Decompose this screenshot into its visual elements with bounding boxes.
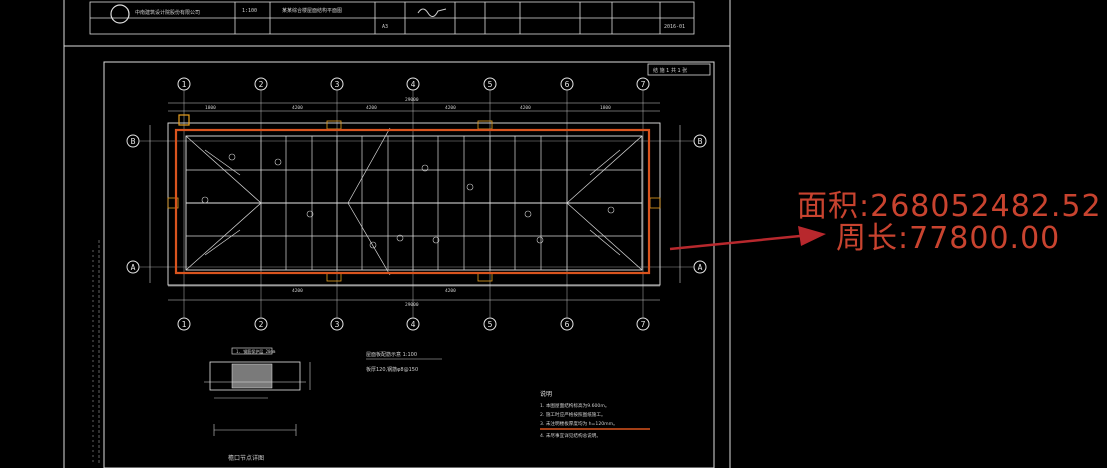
selection-grip[interactable] (178, 114, 190, 126)
svg-text:4200: 4200 (292, 288, 303, 294)
svg-text:29000: 29000 (405, 302, 419, 308)
framing-members (185, 127, 643, 276)
svg-text:29000: 29000 (405, 97, 419, 103)
section-title: 檐口节点详图 (228, 454, 264, 462)
slab-markers (201, 153, 615, 249)
dimension-lines (149, 102, 681, 301)
svg-text:4200: 4200 (366, 105, 377, 111)
detail-caption: 屋面板配筋示意 1:100 (366, 351, 417, 358)
eave-detail: 1. 钢筋保护层 20mm 檐口节点详图 (204, 347, 311, 462)
company-logo-icon (110, 4, 130, 24)
detail-text: 板厚120,钢筋φ8@150 (366, 366, 418, 373)
sheet-tag: 结 施 1 共 1 张 (653, 67, 687, 74)
perimeter-measurement: 周长:77800.00 (836, 221, 1061, 256)
notes-block: 说明 1. 本图屋面结构标高为9.600m。 2. 施工时应严格按照图纸施工。 … (540, 390, 650, 439)
svg-text:4: 4 (411, 320, 416, 329)
note-line: 4. 未尽事宜详见结构总说明。 (540, 432, 601, 439)
svg-text:1800: 1800 (600, 105, 611, 111)
svg-text:B: B (698, 137, 703, 146)
svg-text:4200: 4200 (520, 105, 531, 111)
section-note: 1. 钢筋保护层 20mm (236, 348, 276, 354)
sheet-title: 某某综合楼屋面结构平面图 (282, 7, 342, 14)
revision-code: A3 (382, 24, 388, 30)
svg-text:2: 2 (259, 320, 264, 329)
notes-heading: 说明 (540, 390, 552, 398)
svg-text:4200: 4200 (445, 105, 456, 111)
svg-text:5: 5 (488, 320, 493, 329)
svg-text:5: 5 (488, 80, 493, 89)
svg-text:B: B (131, 137, 136, 146)
dimension-text: 1800 4200 4200 29000 4200 4200 1800 4200… (205, 97, 611, 308)
area-measurement: 面积:268052482.52 (797, 189, 1102, 224)
company-name: 中南建筑设计院股份有限公司 (135, 9, 200, 16)
signature-mark (417, 8, 447, 17)
sheet-frame (63, 0, 731, 468)
note-line: 3. 未注明楼板厚度均为 h=120mm。 (540, 420, 618, 427)
note-line: 2. 施工时应严格按照图纸施工。 (540, 411, 606, 418)
svg-text:4200: 4200 (445, 288, 456, 294)
slab-detail: 屋面板配筋示意 1:100 板厚120,钢筋φ8@150 (366, 351, 442, 373)
svg-text:2: 2 (259, 80, 264, 89)
svg-text:3: 3 (335, 320, 340, 329)
svg-text:4: 4 (411, 80, 416, 89)
drawing-number: 2016-01 (664, 24, 685, 30)
svg-text:A: A (131, 263, 136, 272)
svg-text:1: 1 (182, 80, 187, 89)
svg-text:7: 7 (641, 80, 646, 89)
sheet-tag-box: 结 施 1 共 1 张 (647, 63, 711, 76)
annotation-arrow (669, 226, 826, 251)
title-block: 中南建筑设计院股份有限公司 某某综合楼屋面结构平面图 1:100 A3 2016… (89, 1, 695, 35)
sheet-scale: 1:100 (242, 8, 257, 14)
svg-text:6: 6 (565, 80, 570, 89)
note-line: 1. 本图屋面结构标高为9.600m。 (540, 402, 609, 409)
svg-text:1800: 1800 (205, 105, 216, 111)
svg-text:A: A (698, 263, 703, 272)
svg-text:7: 7 (641, 320, 646, 329)
selected-region-outline[interactable] (174, 128, 651, 275)
svg-text:1: 1 (182, 320, 187, 329)
svg-text:6: 6 (565, 320, 570, 329)
svg-text:3: 3 (335, 80, 340, 89)
svg-text:4200: 4200 (292, 105, 303, 111)
margin-notes (92, 240, 100, 465)
